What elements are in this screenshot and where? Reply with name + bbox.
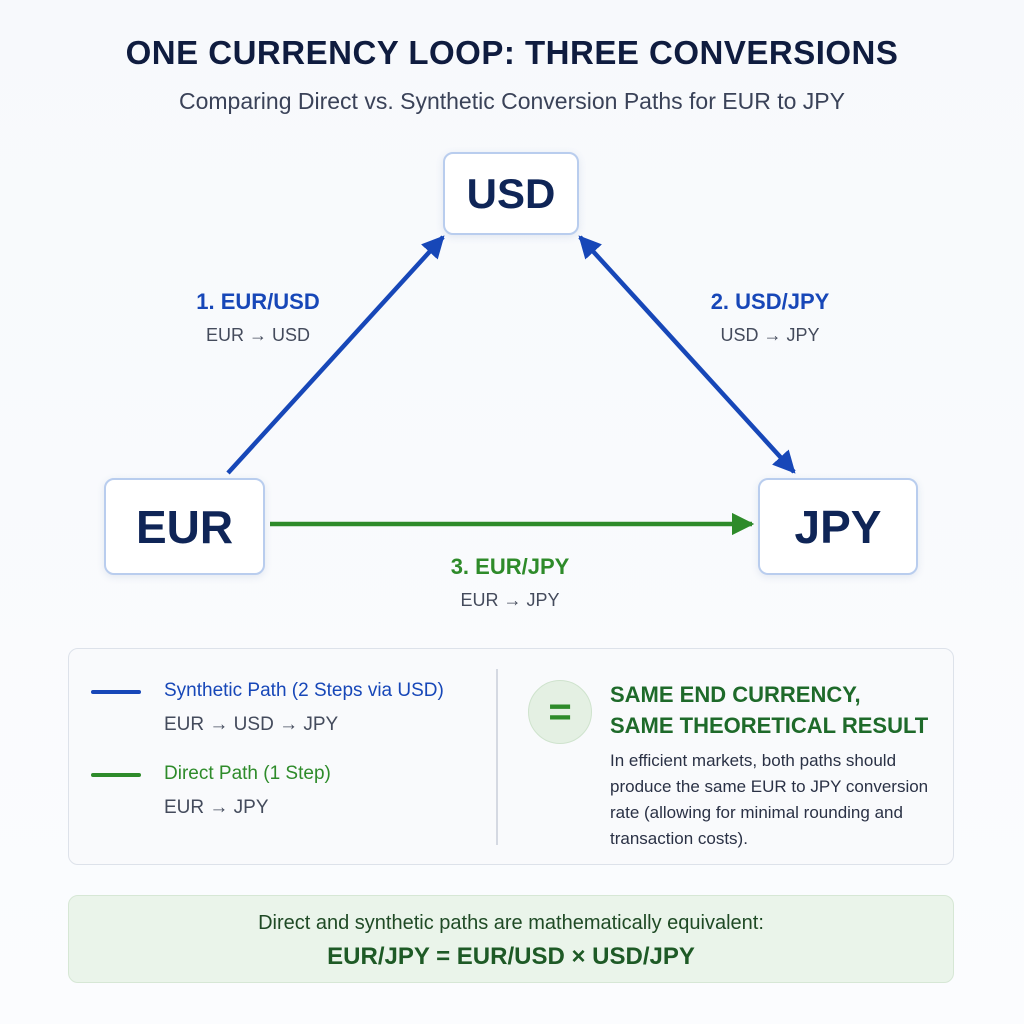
comparison-panel: Synthetic Path (2 Steps via USD) EUR → U… — [68, 648, 954, 865]
panel-divider — [496, 669, 498, 845]
legend-synthetic-line — [91, 690, 141, 694]
edge-label-usd-jpy: 2. USD/JPY USD → JPY — [680, 289, 860, 346]
arrow-usd-jpy — [578, 235, 796, 474]
legend-direct-line — [91, 773, 141, 777]
edge-label-usd-jpy-detail: USD → JPY — [720, 325, 820, 345]
edge-label-usd-jpy-title: 2. USD/JPY — [710, 289, 830, 314]
result-title-line-1: SAME END CURRENCY, — [610, 682, 861, 707]
formula-intro: Direct and synthetic paths are mathemati… — [258, 912, 764, 934]
node-jpy: JPY — [758, 478, 918, 575]
edge-label-eur-jpy-detail: EUR → JPY — [460, 590, 560, 610]
formula-box: Direct and synthetic paths are mathemati… — [68, 895, 954, 983]
edge-label-eur-jpy: 3. EUR/JPY EUR → JPY — [420, 554, 600, 611]
arrow-eur-usd — [226, 235, 445, 475]
edge-label-eur-usd: 1. EUR/USD EUR → USD — [168, 289, 348, 346]
formula: EUR/JPY = EUR/USD × USD/JPY — [327, 943, 695, 970]
result-title-line-2: SAME THEORETICAL RESULT — [610, 713, 929, 738]
result-description: In efficient markets, both paths should … — [610, 751, 929, 848]
legend-direct-title: Direct Path (1 Step) — [164, 763, 331, 784]
edge-label-eur-jpy-title: 3. EUR/JPY — [450, 554, 570, 579]
page-subtitle: Comparing Direct vs. Synthetic Conversio… — [179, 88, 845, 114]
edge-label-eur-usd-detail: EUR → USD — [205, 325, 310, 345]
result-title: SAME END CURRENCY, SAME THEORETICAL RESU… — [610, 679, 950, 741]
edge-label-eur-usd-title: 1. EUR/USD — [196, 289, 320, 314]
legend-synthetic-title: Synthetic Path (2 Steps via USD) — [164, 680, 444, 701]
node-usd: USD — [443, 152, 579, 235]
legend-synthetic-path: EUR → USD → JPY — [164, 714, 339, 735]
node-eur: EUR — [104, 478, 265, 575]
equals-icon: = — [528, 680, 592, 744]
legend-direct-path: EUR → JPY — [164, 797, 269, 818]
page-title: ONE CURRENCY LOOP: THREE CONVERSIONS — [125, 34, 899, 71]
